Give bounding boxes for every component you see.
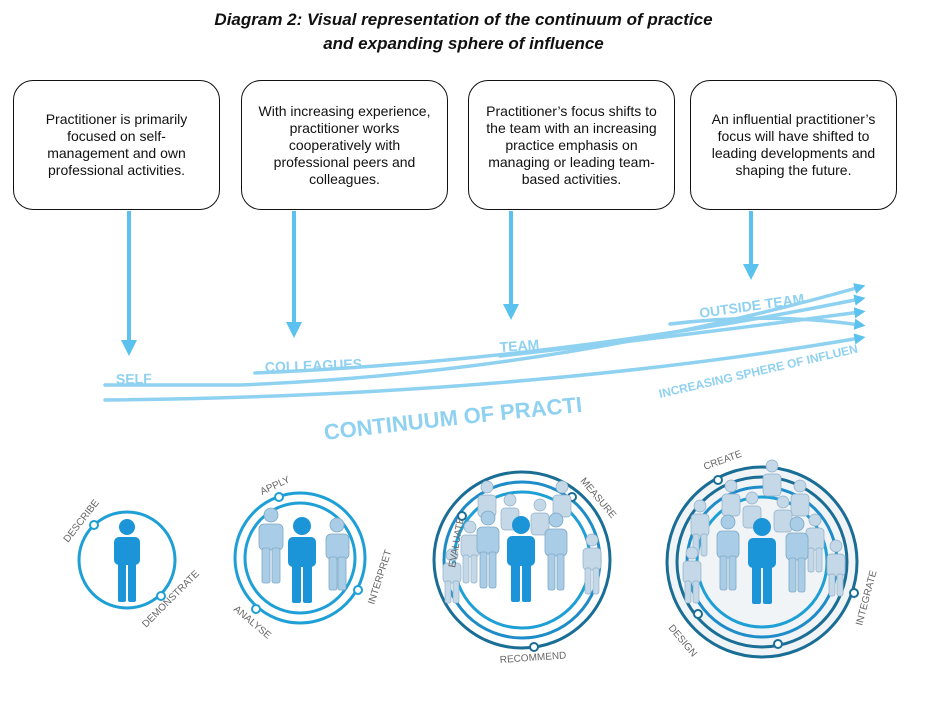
outside-team-ring-node-3	[694, 610, 702, 618]
stage-label-self: SELF	[116, 370, 153, 387]
ring-label-interpret: INTERPRET	[366, 549, 394, 606]
continuum-of-practice-label: CONTINUUM OF PRACTICE	[0, 0, 583, 445]
outside-team-sphere: CREATE INTEGRATE DESIGN	[666, 449, 880, 660]
stage-label-colleagues: COLLEAGUES	[265, 356, 363, 375]
self-ring-node-1	[90, 521, 98, 529]
self-person-figure	[114, 519, 140, 602]
colleagues-sphere: APPLY INTERPRET ANALYSE	[231, 474, 394, 641]
colleagues-main-person-figure	[288, 517, 316, 603]
stage-label-team: TEAM	[499, 336, 540, 355]
outside-team-ring-node-1	[714, 476, 722, 484]
ring-label-integrate: INTEGRATE	[854, 569, 879, 627]
colleagues-ring-node-2	[354, 586, 362, 594]
team-sphere: EVALUATE MEASURE RECOMMEND	[434, 472, 618, 666]
colleagues-ring-node-3	[252, 605, 260, 613]
continuum-of-practice-text: CONTINUUM OF PRACTICE	[0, 0, 583, 445]
outside-team-ring-node-2	[850, 589, 858, 597]
colleagues-ring-node-1	[275, 493, 283, 501]
team-ring-node-3	[530, 643, 538, 651]
ring-label-recommend: RECOMMEND	[499, 650, 566, 666]
outside-team-ring-node-4	[774, 640, 782, 648]
self-sphere: DESCRIBE DEMONSTRATE	[62, 498, 202, 631]
